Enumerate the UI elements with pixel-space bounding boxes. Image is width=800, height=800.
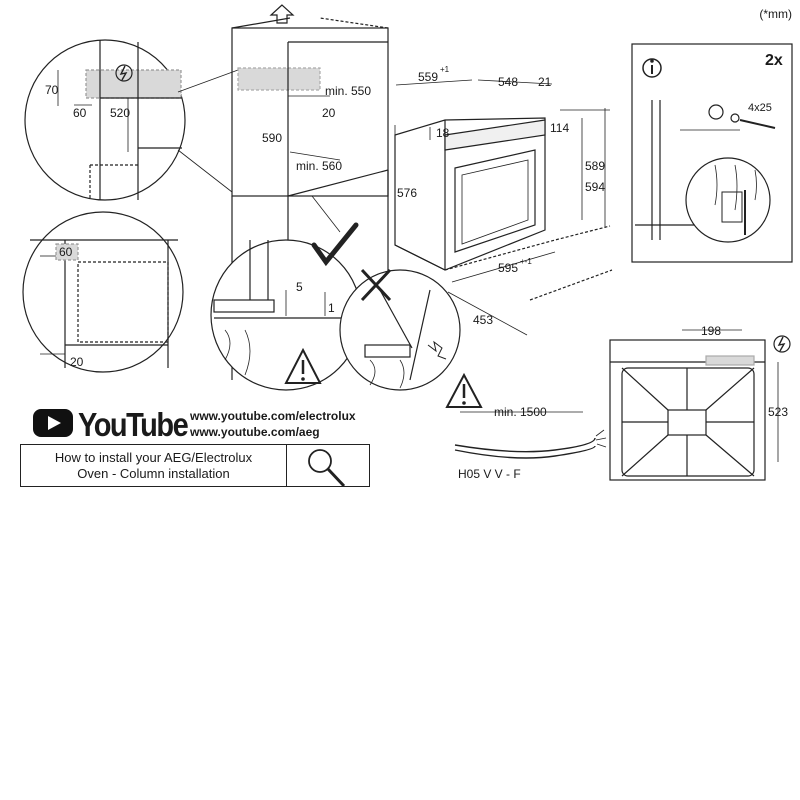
detail-circle-bottom-left bbox=[22, 211, 184, 373]
dim-18: 18 bbox=[436, 126, 450, 140]
cross-mark-icon bbox=[360, 268, 392, 302]
dim-523: 523 bbox=[768, 405, 789, 419]
dim-min-1500: min. 1500 bbox=[494, 405, 547, 419]
dim-min-550: min. 550 bbox=[325, 84, 372, 98]
dim-589: 589 bbox=[585, 159, 606, 173]
howto-text: How to install your AEG/Electrolux Oven … bbox=[21, 450, 286, 482]
up-arrow-icon bbox=[269, 4, 295, 24]
dim-453: 453 bbox=[473, 313, 494, 327]
dim-20-side: 20 bbox=[70, 355, 84, 369]
dim-60-top: 60 bbox=[73, 106, 87, 120]
dim-576: 576 bbox=[397, 186, 418, 200]
dim-5: 5 bbox=[296, 280, 303, 294]
howto-separator bbox=[286, 445, 287, 486]
warning-icon bbox=[445, 372, 483, 408]
howto-line-1: How to install your AEG/Electrolux bbox=[54, 450, 253, 465]
check-mark-icon bbox=[311, 222, 359, 267]
dim-520: 520 bbox=[110, 106, 131, 120]
warning-icon bbox=[284, 347, 322, 384]
magnifier-icon bbox=[308, 449, 346, 488]
youtube-play-icon bbox=[33, 409, 73, 437]
cabinet-column bbox=[231, 17, 389, 380]
info-icon bbox=[642, 58, 662, 78]
dim-594: 594 bbox=[585, 180, 606, 194]
dim-60-side: 60 bbox=[59, 245, 73, 259]
oven-top-view bbox=[609, 329, 779, 481]
dim-21: 21 bbox=[538, 75, 552, 89]
dim-min-560: min. 560 bbox=[296, 159, 343, 173]
detail-circle-wrong bbox=[339, 269, 461, 391]
youtube-link-electrolux[interactable]: www.youtube.com/electrolux bbox=[190, 409, 356, 423]
dim-590: 590 bbox=[262, 131, 283, 145]
dim-70: 70 bbox=[45, 83, 59, 97]
mounting-panel bbox=[631, 43, 793, 263]
dim-198: 198 bbox=[701, 324, 722, 338]
power-cable bbox=[454, 411, 607, 459]
dim-1: 1 bbox=[328, 301, 335, 315]
dim-559-tolerance: +1 bbox=[440, 65, 450, 74]
cable-type: H05 V V - F bbox=[458, 467, 521, 481]
dim-595-tolerance: +-1 bbox=[520, 257, 532, 266]
detail-circle-correct bbox=[210, 239, 362, 391]
electric-shock-icon bbox=[115, 64, 133, 82]
youtube-brand: YouTube bbox=[78, 407, 189, 444]
dim-548: 548 bbox=[498, 75, 519, 89]
detail-circle-top-left bbox=[24, 39, 239, 201]
dim-114: 114 bbox=[550, 121, 570, 135]
dim-559: 559 bbox=[418, 70, 439, 84]
howto-box: How to install your AEG/Electrolux Oven … bbox=[20, 444, 370, 487]
howto-line-2: Oven - Column installation bbox=[77, 466, 230, 481]
electric-shock-icon bbox=[773, 335, 791, 353]
youtube-link-aeg[interactable]: www.youtube.com/aeg bbox=[190, 425, 320, 439]
mount-count: 2x bbox=[765, 52, 783, 69]
dim-20-niche: 20 bbox=[322, 106, 336, 120]
dim-595: 595 bbox=[498, 261, 519, 275]
oven-drawing bbox=[394, 79, 613, 336]
screw-size: 4x25 bbox=[748, 102, 772, 114]
unit-note: (*mm) bbox=[759, 7, 792, 21]
